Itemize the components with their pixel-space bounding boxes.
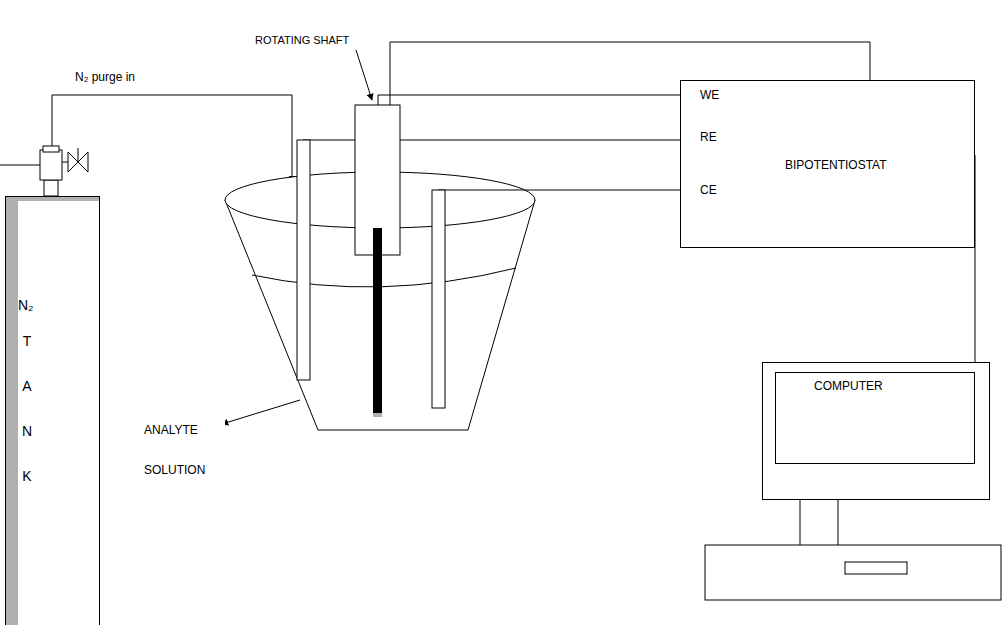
gas-tank: N₂ T A N K — [5, 196, 100, 625]
computer-base — [705, 545, 1001, 600]
tank-cap-top — [43, 146, 59, 152]
node-text: BIPOTENTIOSTAT — [785, 158, 887, 172]
monitor-leg — [838, 500, 839, 545]
gas-label: N₂ purge in — [74, 70, 136, 84]
part-label: ANALYTE SOLUTION — [143, 410, 225, 490]
counter-electrode — [432, 190, 445, 408]
valve-pipe — [62, 162, 68, 163]
node-text: T A N K — [20, 319, 34, 499]
liquid-surface — [252, 268, 516, 287]
computer-monitor: COMPUTER — [762, 362, 990, 500]
reference-electrode — [297, 140, 310, 380]
we-wire — [378, 95, 680, 105]
drive-slot — [845, 562, 907, 574]
node-text: WE — [700, 88, 719, 102]
solution-leader — [222, 400, 300, 424]
tank-pipe — [0, 165, 40, 166]
tank-shade — [5, 196, 18, 625]
part-label: ROTATING SHAFT — [254, 34, 350, 47]
node-text: CE — [700, 183, 717, 197]
purge-line — [52, 95, 292, 182]
monitor-screen: COMPUTER — [775, 372, 975, 464]
tank-neck — [44, 180, 58, 196]
ce-wire — [438, 190, 680, 191]
node-text: N₂ — [18, 297, 34, 314]
node-text: RE — [700, 130, 717, 144]
valve-stem — [78, 148, 79, 162]
shaft-leader — [356, 50, 372, 100]
electrode-tip — [373, 413, 382, 417]
node-text: COMPUTER — [814, 379, 883, 393]
ring-wire — [390, 42, 870, 105]
tank-cap — [40, 150, 62, 180]
monitor-leg — [800, 500, 801, 545]
cell-body — [225, 200, 535, 430]
instrument-box: WE RE CE BIPOTENTIOSTAT — [680, 80, 975, 248]
working-electrode — [373, 228, 382, 415]
